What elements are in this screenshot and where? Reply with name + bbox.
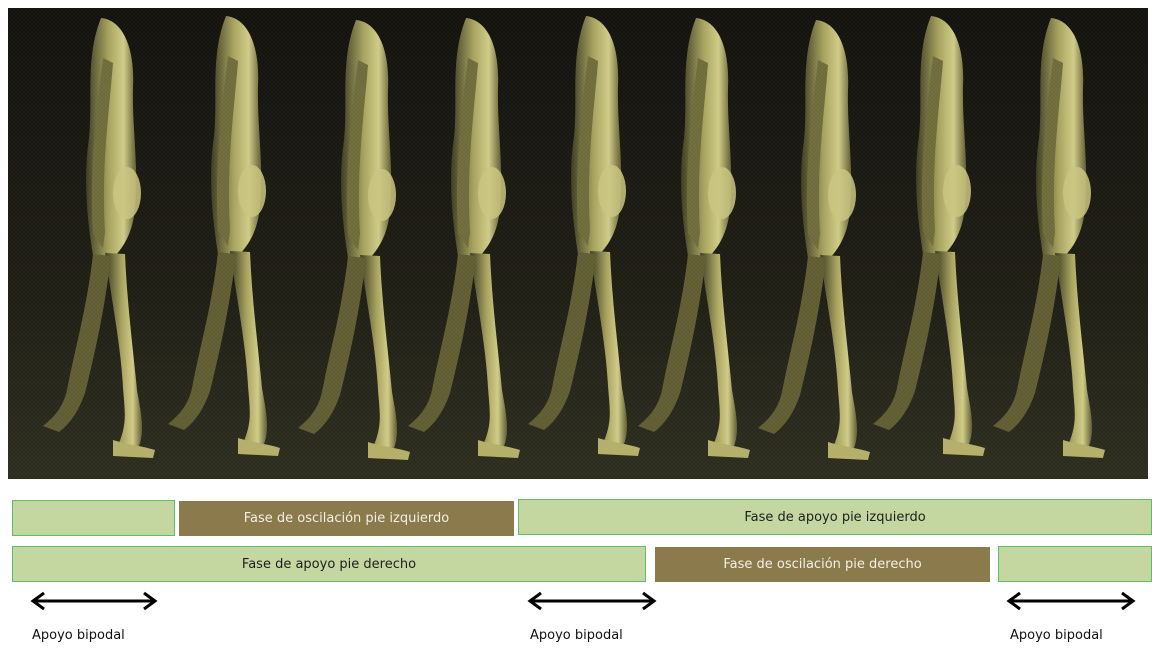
double-arrow-icon bbox=[1006, 590, 1136, 612]
left-foot-swing-phase-bar: Fase de oscilación pie izquierdo bbox=[179, 501, 514, 536]
left-foot-support-phase-bar: Fase de apoyo pie izquierdo bbox=[518, 499, 1152, 535]
left-foot-support-phase-start-bar bbox=[12, 500, 175, 536]
right-foot-support-phase-end-bar bbox=[998, 546, 1152, 582]
double-support-label: Apoyo bipodal bbox=[32, 628, 125, 643]
double-support-label: Apoyo bipodal bbox=[1010, 628, 1103, 643]
double-arrow-icon bbox=[30, 590, 158, 612]
right-foot-swing-phase-bar: Fase de oscilación pie derecho bbox=[655, 547, 990, 582]
gait-sequence-photo bbox=[8, 8, 1148, 479]
right-foot-support-phase-bar: Fase de apoyo pie derecho bbox=[12, 546, 646, 582]
double-arrow-icon bbox=[527, 590, 657, 612]
double-support-label: Apoyo bipodal bbox=[530, 628, 623, 643]
